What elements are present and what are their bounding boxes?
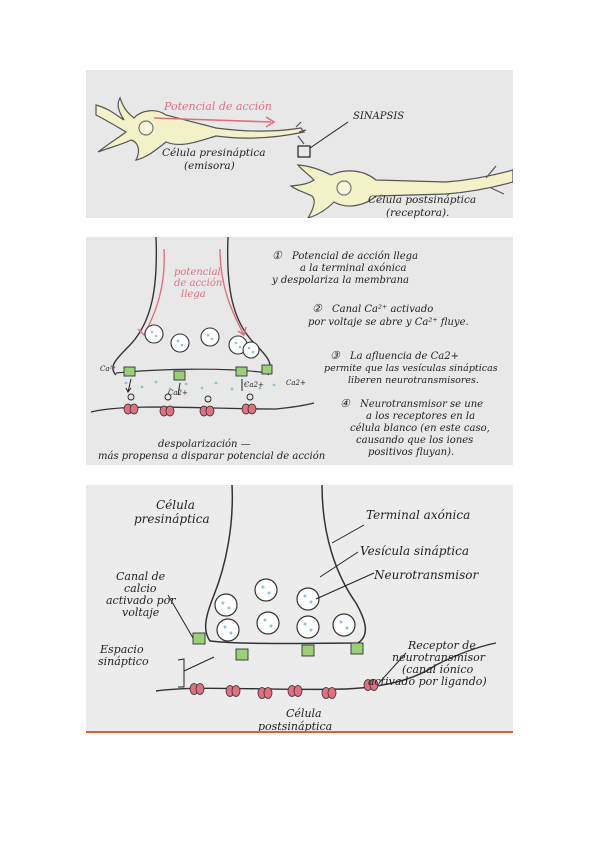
synaptic-vesicles xyxy=(144,324,260,359)
caption-line-1: despolarización — xyxy=(158,439,251,450)
step-3: ③ La afluencia de Ca2+ permite que las v… xyxy=(324,349,498,386)
synapse-box xyxy=(297,145,311,158)
svg-text:②: ② xyxy=(312,302,323,315)
svg-text:a la terminal axónica: a la terminal axónica xyxy=(300,263,407,274)
postsynaptic-neuron xyxy=(289,164,513,218)
svg-text:célula blanco (en este caso,: célula blanco (en este caso, xyxy=(350,423,490,434)
neuron-overview-diagram: Potencial de acción SINAPSIS Célula pres… xyxy=(95,96,513,218)
synapse-label: SINAPSIS xyxy=(353,111,404,122)
svg-text:①: ① xyxy=(272,249,283,262)
synapse-anatomy-diagram: Célula presináptica Terminal axónica Ves… xyxy=(98,485,497,731)
presynaptic-cell-label: Célula presináptica xyxy=(134,498,210,526)
action-potential-label: Potencial de acción xyxy=(163,100,272,113)
ion-label-4: Ca2+ xyxy=(286,379,306,387)
axon-terminal xyxy=(204,485,367,645)
calcium-channel-label: Canal de calcio activado por voltaje xyxy=(106,570,179,619)
neurotransmitter-receptors xyxy=(189,679,379,699)
svg-text:y despolariza la membrana: y despolariza la membrana xyxy=(271,275,409,286)
svg-text:por voltaje se abre y Ca²⁺ fl: por voltaje se abre y Ca²⁺ fluye. xyxy=(308,317,469,328)
step-1: ① Potencial de acción llega a la termina… xyxy=(271,249,418,286)
ion-label-1: Ca²⁺ xyxy=(100,365,116,373)
svg-text:a los receptores en la: a los receptores en la xyxy=(366,411,475,422)
presynaptic-cell-sublabel: (emisora) xyxy=(184,160,235,172)
svg-text:④: ④ xyxy=(340,397,351,410)
receptor-label: Receptor de neurotransmisor (canal iónic… xyxy=(368,639,489,688)
vesicles xyxy=(214,578,356,642)
postsynaptic-cell-label: Célula postsináptica xyxy=(368,194,476,206)
synaptic-transmission-diagram: potencial de acción llega Ca²⁺ Ca2+ Ca2+… xyxy=(90,237,498,462)
released-neurotransmitters xyxy=(124,380,276,391)
svg-text:La afluencia de Ca2+: La afluencia de Ca2+ xyxy=(349,351,459,362)
presynaptic-neuron xyxy=(95,96,307,161)
step-2: ② Canal Ca²⁺ activado por voltaje se abr… xyxy=(308,302,469,328)
postsynaptic-cell-label: Célula postsináptica xyxy=(258,707,332,731)
caption-line-2: más propensa a disparar potencial de acc… xyxy=(98,451,325,462)
svg-text:liberen neurotransmisores.: liberen neurotransmisores. xyxy=(348,375,479,386)
svg-text:permite que las vesículas siná: permite que las vesículas sinápticas xyxy=(324,363,498,374)
svg-text:Canal Ca²⁺ activado: Canal Ca²⁺ activado xyxy=(332,304,433,315)
calcium-channels xyxy=(192,632,364,661)
svg-text:Potencial de acción llega: Potencial de acción llega xyxy=(291,251,418,262)
synapse-pointer xyxy=(309,121,349,149)
presynaptic-cell-label: Célula presináptica xyxy=(162,147,266,159)
svg-text:positivos fluyan).: positivos fluyan). xyxy=(368,447,454,458)
arrival-label: potencial de acción llega xyxy=(174,267,226,300)
panel-neuron-overview: Potencial de acción SINAPSIS Célula pres… xyxy=(86,70,513,218)
calcium-channels xyxy=(123,364,273,381)
synaptic-vesicle-label: Vesícula sináptica xyxy=(360,544,469,558)
svg-text:Neurotransmisor se une: Neurotransmisor se une xyxy=(359,399,483,410)
panel-synaptic-transmission-steps: potencial de acción llega Ca²⁺ Ca2+ Ca2+… xyxy=(86,237,513,465)
step-4: ④ Neurotransmisor se une a los receptore… xyxy=(340,397,490,458)
receptors xyxy=(123,403,257,417)
ion-label-2: Ca2+ xyxy=(168,389,188,397)
svg-text:causando que los iones: causando que los iones xyxy=(356,435,473,446)
synaptic-cleft-label: Espacio sináptico xyxy=(98,643,149,668)
ion-label-3: Ca2+ xyxy=(244,381,264,389)
panel-synapse-anatomy: Célula presináptica Terminal axónica Ves… xyxy=(86,485,513,733)
postsynaptic-cell-sublabel: (receptora). xyxy=(386,207,449,218)
neurotransmitter-label: Neurotransmisor xyxy=(373,568,479,582)
svg-text:③: ③ xyxy=(330,349,341,362)
action-potential-arrow xyxy=(153,117,272,123)
axon-terminal-label: Terminal axónica xyxy=(366,508,470,522)
